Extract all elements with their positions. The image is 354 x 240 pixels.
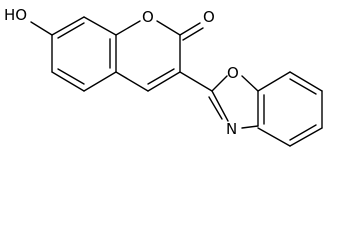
- label-oxazole-nitrogen: N: [226, 120, 237, 138]
- bond-c7a-c7: [257, 71, 291, 92]
- bonds: [30, 16, 323, 147]
- bond-c8a-o1: [115, 20, 141, 36]
- atom-labels: HO O O O N: [4, 6, 239, 138]
- bond-c7-oh: [30, 21, 53, 36]
- bond-c8-c8a: [83, 16, 117, 36]
- bond-c3a-n: [241, 125, 259, 129]
- bond-c2prime-o: [211, 75, 228, 92]
- bond-c5-c4: [289, 127, 323, 147]
- bond-c5-c6-inner: [57, 68, 85, 85]
- bond-n-c2prime-b: [208, 96, 223, 120]
- bond-c4-c3a: [257, 127, 291, 147]
- bond-o-c7a: [241, 75, 259, 92]
- label-oxazole-oxygen: O: [227, 64, 239, 82]
- bond-c4a-c5: [83, 71, 117, 92]
- bond-c7-c6-inner: [289, 78, 317, 95]
- label-hydroxyl: HO: [4, 6, 27, 24]
- bond-c5-c4-inner: [289, 124, 317, 141]
- molecule-svg: HO O O O N: [4, 6, 323, 147]
- label-ring-oxygen: O: [142, 8, 154, 26]
- bond-c2-o-b: [182, 27, 204, 41]
- bond-c2-o-a: [179, 22, 201, 36]
- label-carbonyl-oxygen: O: [203, 8, 215, 26]
- bond-c3-c2prime: [179, 71, 213, 92]
- bond-c3-c4: [147, 71, 181, 92]
- bond-c4-c4a: [115, 71, 149, 92]
- bond-c5-c6: [51, 71, 85, 92]
- bond-n-c2prime-a: [211, 90, 229, 122]
- bond-c3-c4-inner: [147, 68, 175, 85]
- bond-c7-c6: [289, 71, 323, 92]
- bond-o1-c2: [156, 20, 181, 36]
- bond-c7-c8-inner: [57, 22, 85, 39]
- structure-diagram: HO O O O N: [4, 6, 323, 147]
- bond-c7-c8: [51, 16, 85, 36]
